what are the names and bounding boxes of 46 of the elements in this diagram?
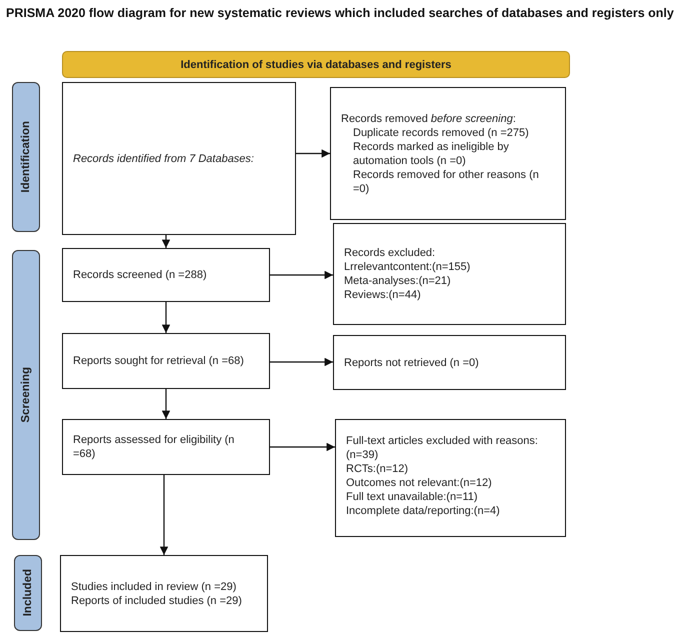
box-text: Reports of included studies (n =29) — [71, 594, 243, 608]
process-box — [60, 555, 268, 632]
phase-band — [14, 555, 42, 631]
band-label: Identification of studies via databases and registers — [180, 58, 452, 72]
arrow — [270, 442, 335, 452]
band-label: Identification — [19, 121, 33, 193]
process-box — [62, 82, 296, 235]
box-text: Reviews:(n=44) — [344, 288, 422, 302]
box-text: Records removed before screening: — [341, 112, 517, 126]
phase-header-band — [62, 51, 570, 78]
process-box — [333, 223, 566, 325]
box-text: Lrrelevantcontent:(n=155) — [344, 260, 472, 274]
arrow — [270, 270, 333, 280]
box-text: Outcomes not relevant:(n=12) — [346, 476, 493, 490]
phase-band — [12, 250, 40, 540]
phase-band — [12, 82, 40, 232]
arrow — [296, 149, 330, 158]
box-text: Full text unavailable:(n=11) — [346, 490, 479, 504]
process-box — [330, 87, 566, 220]
box-text: Records screened (n =288) — [73, 268, 208, 282]
arrow — [270, 358, 333, 366]
arrow — [160, 475, 168, 555]
box-text: Duplicate records removed (n =275) — [352, 126, 530, 140]
arrow — [162, 235, 170, 248]
process-box — [333, 335, 566, 390]
band-label: Screening — [19, 367, 33, 423]
process-box — [62, 248, 270, 302]
box-text: Reports not retrieved (n =0) — [344, 356, 480, 370]
box-text: Records identified from 7 Databases: — [73, 152, 255, 166]
process-box — [335, 419, 566, 537]
arrow — [162, 302, 170, 333]
diagram-title: PRISMA 2020 flow diagram for new systematic reviews which included searches of databases and registers only — [6, 6, 674, 20]
box-text: Meta-analyses:(n=21) — [344, 274, 452, 288]
box-text: Incomplete data/reporting:(n=4) — [346, 504, 501, 518]
box-text: RCTs:(n=12) — [346, 462, 410, 476]
box-text: Records removed for other reasons (n =0) — [352, 168, 540, 196]
band-label: Included — [21, 569, 35, 617]
box-text: Reports assessed for eligibility (n =68) — [73, 433, 236, 461]
process-box — [62, 333, 270, 389]
box-text: Reports sought for retrieval (n =68) — [73, 354, 245, 368]
process-box — [62, 419, 270, 475]
box-text: Full-text articles excluded with reasons:(n=39) — [346, 434, 539, 462]
box-text: Records excluded: — [344, 246, 436, 260]
arrow — [162, 389, 170, 419]
box-text: Studies included in review (n =29) — [71, 580, 238, 594]
box-text: Records marked as ineligible by automation tools (n =0) — [352, 140, 510, 168]
